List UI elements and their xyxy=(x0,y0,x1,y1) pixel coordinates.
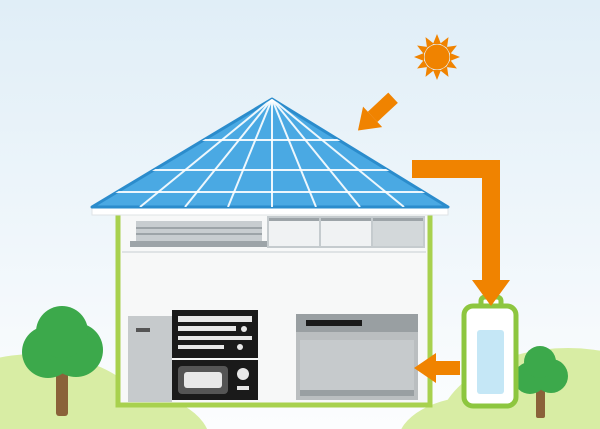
tree-right-foliage xyxy=(524,346,556,378)
battery-charge-level xyxy=(477,330,504,394)
window-pane-dark xyxy=(372,221,424,247)
dishwasher-appliance xyxy=(296,314,418,400)
oven-display-line xyxy=(178,336,252,340)
tree-right xyxy=(514,346,568,418)
tree-left-foliage xyxy=(36,306,88,358)
storage-battery xyxy=(461,294,519,409)
oven-display-line xyxy=(178,345,224,349)
microwave-appliance xyxy=(172,360,258,400)
vent-slat xyxy=(136,227,262,229)
vent-body xyxy=(136,221,262,243)
house xyxy=(115,210,433,408)
upper-floor-windows xyxy=(267,216,425,248)
sun-icon xyxy=(414,34,460,80)
window-frame xyxy=(267,216,425,248)
tree-right-trunk xyxy=(536,386,545,418)
vent-slat xyxy=(136,233,262,235)
oven-knob xyxy=(241,326,247,332)
oven-knob xyxy=(237,344,243,350)
microwave-button xyxy=(237,386,249,390)
oven-display-line xyxy=(178,316,252,322)
kitchen-cabinet xyxy=(128,316,172,402)
arrow-battery-to-house xyxy=(414,353,460,383)
bush-right-small xyxy=(401,396,559,429)
tree-left xyxy=(22,306,103,416)
vent-lip xyxy=(130,241,268,247)
arrow-sun-to-roof xyxy=(357,92,398,131)
oven-display-line xyxy=(178,326,236,331)
cabinet-handle xyxy=(136,328,150,332)
arrow-roof-to-battery xyxy=(412,160,510,306)
louver-vent xyxy=(130,221,268,247)
energy-flow-arrows xyxy=(357,92,510,383)
dishwasher-door xyxy=(300,340,414,392)
roof-face xyxy=(90,97,450,209)
sun-core xyxy=(424,44,450,70)
oven-appliance xyxy=(172,310,258,358)
dishwasher-handle-slot xyxy=(306,320,362,326)
microwave-window-glass xyxy=(184,372,222,388)
dishwasher-vent xyxy=(300,390,414,396)
sun-rays xyxy=(414,34,460,80)
microwave-dial xyxy=(237,368,249,380)
window-top-rail xyxy=(268,217,424,221)
tree-left-trunk xyxy=(56,366,68,416)
